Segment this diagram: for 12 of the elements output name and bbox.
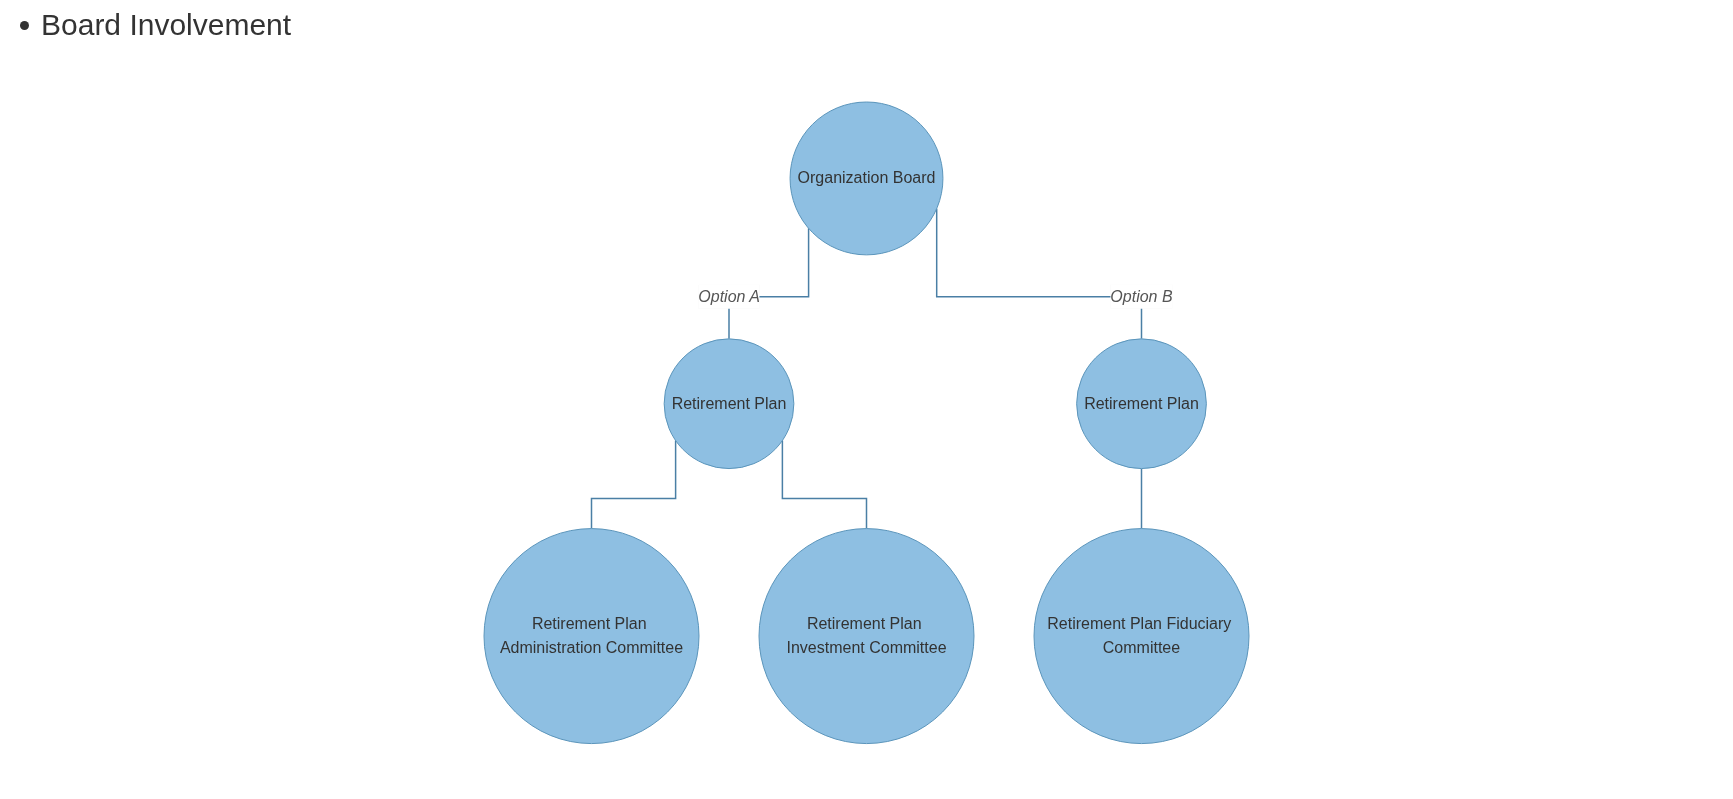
connector bbox=[1140, 467, 1143, 530]
node-circle: Retirement Plan Administration Committee bbox=[483, 527, 700, 744]
node-circle: Organization Board bbox=[789, 101, 944, 256]
connector bbox=[781, 439, 868, 530]
node-circle: Retirement Plan Fiduciary Committee bbox=[1033, 527, 1250, 744]
edge-label: Option B bbox=[1110, 287, 1173, 305]
node-circle: Retirement Plan bbox=[663, 338, 795, 469]
bullet-text: Board Involvement bbox=[41, 8, 292, 42]
connector bbox=[590, 439, 677, 530]
edge-label: Option A bbox=[698, 287, 760, 305]
node-circle: Retirement Plan bbox=[1076, 338, 1207, 469]
node-circle: Retirement Plan Investment Committee bbox=[758, 527, 975, 744]
